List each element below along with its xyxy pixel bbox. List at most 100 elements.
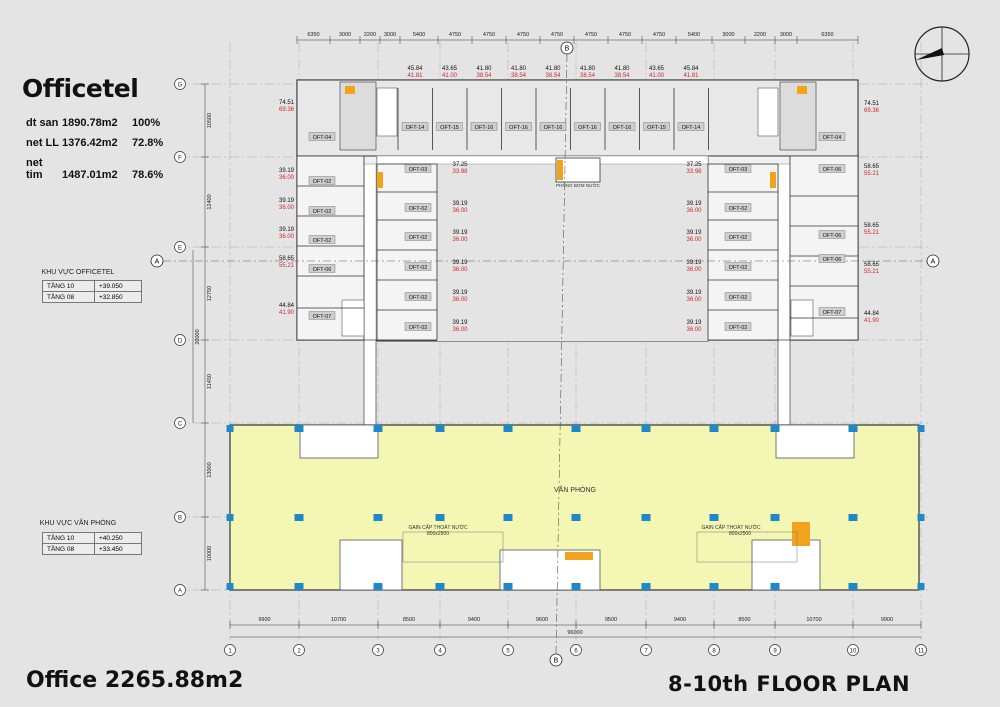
unit-name: OFT-02 <box>729 206 748 212</box>
unit-tag: OFT-02 <box>404 262 432 271</box>
unit-name: OFT-14 <box>682 125 701 131</box>
unit-name: OFT-04 <box>823 135 842 141</box>
unit-name: OFT-03 <box>409 167 428 173</box>
column <box>294 425 304 432</box>
unit-name: OFT-16 <box>613 125 632 131</box>
grid-col-label: 3 <box>376 649 380 655</box>
column <box>848 583 858 590</box>
office-levels-title: KHU VỰC VĂN PHÒNG <box>39 520 117 527</box>
stat-value: 1376.42m2 <box>62 137 118 149</box>
unit-name: OFT-16 <box>544 125 563 131</box>
unit-net-area: 55.21 <box>864 230 880 236</box>
unit-tag: OFT-07 <box>818 307 846 316</box>
unit-net-area: 36.00 <box>686 237 702 243</box>
unit-name: OFT-02 <box>409 325 428 331</box>
unit-net-area: 38.54 <box>545 73 561 79</box>
unit-gross-area: 74.51 <box>864 101 880 107</box>
unit-tag: OFT-02 <box>308 235 336 244</box>
unit-labels: OFT-1445.8441.81OFT-1543.6541.00OFT-1641… <box>279 66 880 333</box>
unit-gross-area: 41.80 <box>545 66 561 72</box>
unit-tag: OFT-03 <box>404 164 432 173</box>
grid-col-label: 6 <box>574 649 578 655</box>
unit-name: OFT-03 <box>729 167 748 173</box>
officetel-levels-table: TẦNG 10+39.050 TẦNG 08+32.850 <box>42 280 143 303</box>
section-b-text: B <box>554 658 559 665</box>
column <box>641 425 651 432</box>
dim-label: 3000 <box>722 32 734 38</box>
section-marker-b-top: B <box>560 41 574 55</box>
unit-gross-area: 41.80 <box>476 66 492 72</box>
grid-col-bubble: 9 <box>769 644 781 656</box>
unit-net-area: 36.00 <box>686 267 702 273</box>
office-levels-table: TẦNG 10+40.250 TẦNG 08+33.450 <box>42 532 143 555</box>
grid-row-label: G <box>178 82 183 88</box>
column <box>373 514 383 521</box>
column <box>226 514 234 521</box>
dim-label: 6350 <box>821 32 833 38</box>
unit-gross-area: 39.19 <box>686 320 702 326</box>
unit-net-area: 36.00 <box>452 297 468 303</box>
section-marker-b-bottom: B <box>549 653 563 667</box>
dim-label: 10700 <box>806 617 821 623</box>
unit-gross-area: 39.19 <box>452 230 468 236</box>
unit-name: OFT-06 <box>823 257 842 263</box>
unit-gross-area: 39.19 <box>686 260 702 266</box>
grid-row-bubble: A <box>174 584 186 596</box>
dim-label: 5400 <box>688 32 700 38</box>
unit-gross-area: 43.65 <box>442 66 458 72</box>
column <box>571 425 581 432</box>
unit-net-area: 36.00 <box>686 297 702 303</box>
unit-gross-area: 44.84 <box>279 303 295 309</box>
unit-tag: OFT-06 <box>818 254 846 263</box>
unit-name: OFT-16 <box>509 125 528 131</box>
level-name: TẦNG 08 <box>42 291 95 303</box>
grid-col-bubble: 3 <box>372 644 384 656</box>
unit-gross-area: 39.19 <box>279 198 295 204</box>
unit-net-area: 33.98 <box>452 169 468 175</box>
grid-row-bubble: E <box>174 241 186 253</box>
column <box>503 425 513 432</box>
pump-room-label: PHÒNG BƠM NƯỚC <box>556 182 601 188</box>
unit-gross-area: 39.19 <box>686 230 702 236</box>
unit-net-area: 36.00 <box>452 267 468 273</box>
unit-tag: OFT-07 <box>308 311 336 320</box>
dim-label: 10700 <box>331 617 346 623</box>
dim-label: 6350 <box>307 32 319 38</box>
unit-gross-area: 39.19 <box>279 168 295 174</box>
column <box>917 425 925 432</box>
column <box>373 583 383 590</box>
column <box>571 583 581 590</box>
unit-tag: OFT-15 <box>436 122 463 131</box>
dim-label: 13000 <box>207 462 213 477</box>
unit-net-area: 36.00 <box>452 327 468 333</box>
dim-label: 9400 <box>468 617 480 623</box>
unit-net-area: 38.54 <box>476 73 492 79</box>
office-block <box>226 424 925 591</box>
unit-gross-area: 43.65 <box>649 66 665 72</box>
unit-gross-area: 58.65 <box>864 223 880 229</box>
unit-net-area: 41.90 <box>864 318 880 324</box>
unit-tag: OFT-14 <box>677 122 705 131</box>
column <box>435 583 445 590</box>
grid-col-bubble: 4 <box>434 644 446 656</box>
shaft-left-size: 800x2500 <box>427 531 449 537</box>
column <box>770 583 780 590</box>
grid-col-bubble: 10 <box>847 644 859 656</box>
unit-gross-area: 37.25 <box>452 162 468 168</box>
unit-name: OFT-02 <box>729 235 748 241</box>
grid-col-label: 10 <box>850 649 857 655</box>
grid-col-label: 4 <box>438 649 442 655</box>
unit-gross-area: 41.80 <box>614 66 630 72</box>
grid-row-bubble: G <box>174 78 186 90</box>
dim-label: 9900 <box>881 617 893 623</box>
grid-row-bubble: F <box>174 151 186 163</box>
dim-label: 11450 <box>207 374 213 389</box>
shaft-right-label: GAIN CẤP THOÁT NƯỚC <box>701 524 761 531</box>
office-area-label: VĂN PHÒNG <box>554 485 596 494</box>
unit-net-area: 55.21 <box>279 263 295 269</box>
unit-gross-area: 41.80 <box>511 66 527 72</box>
